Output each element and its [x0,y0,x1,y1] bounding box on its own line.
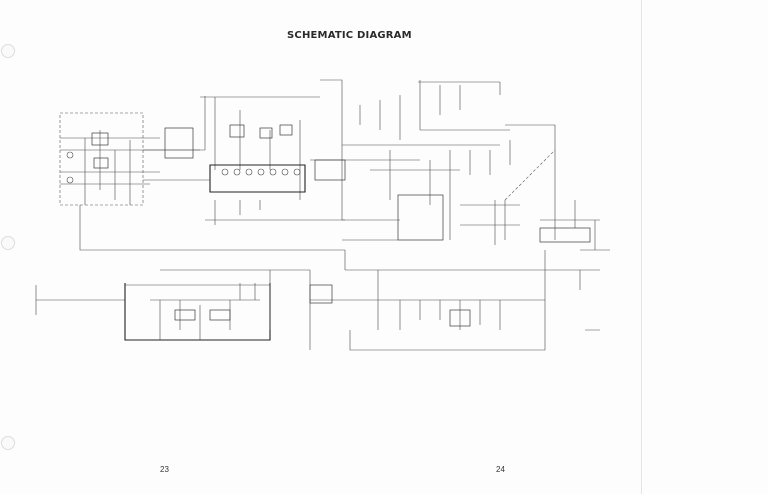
left-module-block [59,112,200,206]
lower-left-module [35,283,271,341]
lower-center-section [160,250,600,351]
binder-hole-middle [1,236,15,250]
page-title: SCHEMATIC DIAGRAM [287,30,412,41]
upper-right-section [418,80,610,251]
bus-lines [79,205,346,270]
page-fold-line [641,0,642,494]
upper-ic-section [143,96,320,225]
page-number-left: 23 [160,465,169,474]
center-circuit-section [310,79,520,241]
binder-hole-top [1,44,15,58]
page-number-right: 24 [496,465,505,474]
binder-hole-bottom [1,436,15,450]
